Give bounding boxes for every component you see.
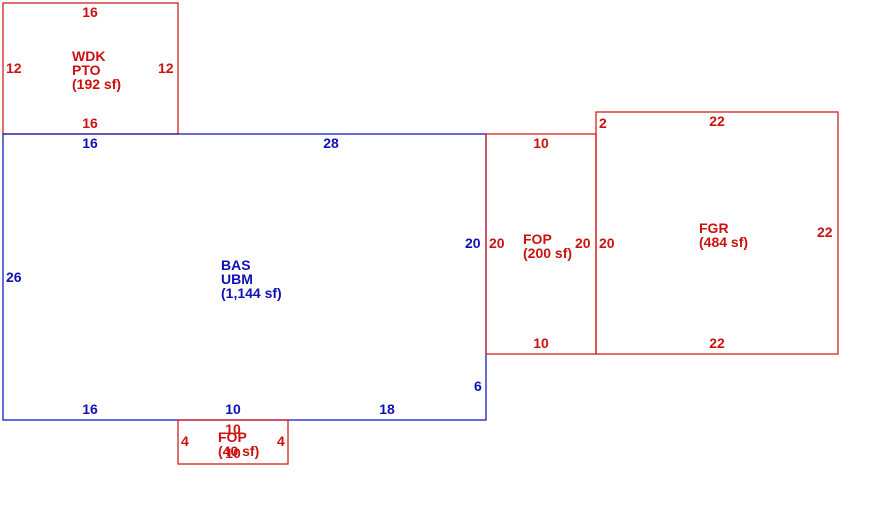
fop-left-dimension: 20 — [489, 235, 505, 251]
bas-label: BAS — [221, 257, 251, 273]
bas-bottom-right-dimension: 18 — [379, 401, 395, 417]
bas-bottom-mid-dimension: 10 — [225, 401, 241, 417]
fgr-area-label: (484 sf) — [699, 234, 748, 250]
fop-bottom-dimension: 10 — [533, 335, 549, 351]
fgr-garage-outline — [595, 111, 839, 355]
bas-area-label: (1,144 sf) — [221, 285, 282, 301]
fgr-left-dimension: 20 — [599, 235, 615, 251]
fop-small-left-dimension: 4 — [181, 433, 189, 449]
fop-small-right-dimension: 4 — [277, 433, 285, 449]
fop-small-top-dimension: 10 — [225, 421, 241, 437]
fop-right-dimension: 20 — [575, 235, 591, 251]
fop-area-label: (200 sf) — [523, 245, 572, 261]
fop-small-label: FOP — [218, 429, 247, 445]
fgr-bottom-dimension: 22 — [709, 335, 725, 351]
fgr-label: FGR — [699, 220, 729, 236]
wdk-left-dimension: 12 — [6, 60, 22, 76]
fop-small-area-label: (40 sf) — [218, 443, 259, 459]
bas-right-dimension: 20 — [465, 235, 481, 251]
fop-label: FOP — [523, 231, 552, 247]
bas-bottom-left-dimension: 16 — [82, 401, 98, 417]
bas-top-left-dimension: 16 — [82, 135, 98, 151]
fop-small-bottom-dimension: 10 — [225, 445, 241, 461]
fop-top-dimension: 10 — [533, 135, 549, 151]
fop-small-outline — [177, 419, 289, 465]
ubm-label: UBM — [221, 271, 253, 287]
wdk-bottom-dimension: 16 — [82, 115, 98, 131]
pto-label: PTO — [72, 62, 101, 78]
fgr-right-dimension: 22 — [817, 224, 833, 240]
fgr-top-dimension: 22 — [709, 113, 725, 129]
bas-left-dimension: 26 — [6, 269, 22, 285]
wdk-area-label: (192 sf) — [72, 76, 121, 92]
wdk-right-dimension: 12 — [158, 60, 174, 76]
wdk-top-dimension: 16 — [82, 4, 98, 20]
bas-top-dimension: 28 — [323, 135, 339, 151]
wdk-label: WDK — [72, 48, 105, 64]
bas-right-small-dimension: 6 — [474, 378, 482, 394]
fgr-corner-dimension: 2 — [599, 115, 607, 131]
